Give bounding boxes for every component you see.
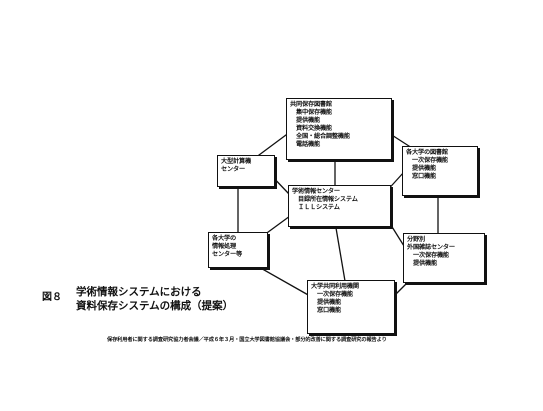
figure-source-note: 保存利用者に関する調査研究協力者会議／平成６年３月・国立大学図書館協議会・部分的… [107,337,387,343]
node-item: 電話機能 [296,141,320,148]
node-academic-info-center: 学術情報センター 目録所在情報システム ＩＬＬシステム [288,185,391,227]
figure-title-line1: 学術情報システムにおける [76,286,202,298]
figure-title-line2: 資料保存システムの構成（提案） [76,300,234,312]
node-item: 窓口機能 [412,173,436,180]
node-title: 学術情報センター [292,188,340,195]
figure-title: 学術情報システムにおける 資料保存システムの構成（提案） [76,285,233,313]
node-university-libraries: 各大学の図書館 一次保存機能 提供機能 窓口機能 [402,146,478,196]
node-item: ＩＬＬシステム [298,204,340,211]
node-large-computer-center: 大型計算機 センター [217,155,275,187]
node-item: 窓口機能 [317,307,341,314]
node-item: 全国・総合調整機能 [296,133,350,140]
node-title: 各大学の図書館 [406,149,448,156]
node-joint-storage-library: 共同保存図書館 集中保存機能 提供機能 資料交換機能 全国・総合調整機能 電話機… [286,98,392,160]
node-item: 提供機能 [413,260,437,267]
node-title: 共同保存図書館 [290,101,332,108]
node-title: 分野別 [407,236,425,243]
node-item: 提供機能 [296,117,320,124]
node-item: 目録所在情報システム [298,196,358,203]
node-item: センター等 [212,251,242,258]
node-item: 資料交換機能 [296,125,332,132]
node-item: 一次保存機能 [317,291,353,298]
node-university-info-processing-center: 各大学の 情報処理 センター等 [208,232,268,268]
node-item: 外国雑誌センター [407,244,455,251]
node-foreign-journal-center: 分野別 外国雑誌センター 一次保存機能 提供機能 [403,233,485,283]
node-title: 大学共同利用機関 [311,283,359,290]
node-title: 大型計算機 [221,158,251,165]
node-item: 一次保存機能 [413,252,449,259]
node-item: 集中保存機能 [296,109,332,116]
node-title: 各大学の [212,235,236,242]
node-item: 提供機能 [412,165,436,172]
node-item: 情報処理 [212,243,236,250]
edge-top-left [254,131,291,159]
spoke-bottom [334,221,346,282]
node-item: 提供機能 [317,299,341,306]
node-item: 一次保存機能 [412,157,448,164]
node-inter-university-institutes: 大学共同利用機関 一次保存機能 提供機能 窓口機能 [307,280,395,334]
node-item: センター [221,166,245,173]
figure-number: 図８ [42,292,62,303]
